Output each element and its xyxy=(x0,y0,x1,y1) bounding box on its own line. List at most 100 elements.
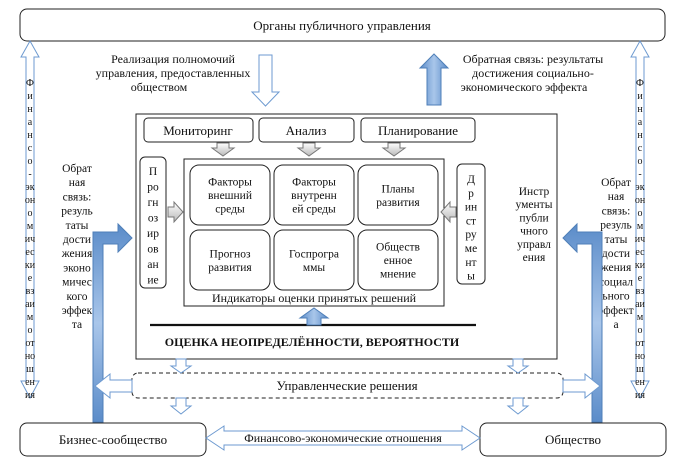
fin-relations-double-arrow xyxy=(205,425,481,451)
dp-instruments-line: ы xyxy=(467,271,475,283)
left-feedback-line: таты xyxy=(66,220,89,232)
vertical-fin-right-line: ки xyxy=(635,260,646,271)
vertical-fin-left-line: н xyxy=(27,104,33,115)
vertical-fin-left-line: он xyxy=(25,195,36,206)
vertical-fin-right-line: н xyxy=(637,130,643,141)
instruments-line: ументы xyxy=(516,199,553,211)
forecasting-line: ир xyxy=(147,228,159,240)
right-feedback-line: социал xyxy=(599,276,633,288)
vertical-fin-right-line: аи xyxy=(635,299,645,310)
vertical-fin-left-line: Ф xyxy=(26,78,34,89)
grid-cell-text: развития xyxy=(208,262,252,274)
vertical-fin-right-line: с xyxy=(638,143,643,154)
vertical-fin-right-line: м xyxy=(637,221,644,232)
vertical-fin-left-line: о xyxy=(28,325,33,336)
right-feedback-line: а xyxy=(613,319,618,331)
grid-cell xyxy=(189,164,271,226)
dp-instruments-line: ст xyxy=(466,215,476,227)
svg-text:Анализ: Анализ xyxy=(286,123,327,138)
society-box: Общество xyxy=(479,422,667,457)
grid-cell-text: среды xyxy=(215,204,245,216)
vertical-fin-right-line: Ф xyxy=(636,78,644,89)
right-fin-double-arrow xyxy=(630,39,650,400)
grid-cell xyxy=(189,229,271,291)
grid-cell xyxy=(273,164,355,226)
grid-cell xyxy=(357,229,439,291)
left-feedback-line: связь: xyxy=(63,191,92,203)
vertical-fin-right-line: и xyxy=(637,91,643,102)
vertical-fin-right-line: от xyxy=(635,338,645,349)
dp-instruments-box xyxy=(456,163,486,285)
right-feedback-line: жения xyxy=(600,262,632,274)
left-feedback-line: кого xyxy=(67,291,88,303)
vertical-fin-left-line: ия xyxy=(25,390,35,401)
instruments-line: управл xyxy=(517,239,551,251)
instruments-line: публи xyxy=(519,212,548,224)
decisions-down-arrow-left xyxy=(169,397,193,415)
vertical-fin-right-line: о xyxy=(638,325,643,336)
grid-cell-text: енное xyxy=(384,255,412,267)
vertical-fin-left-line: вз xyxy=(26,286,35,297)
dp-instruments-line: Д xyxy=(467,174,475,186)
forecasting-line: ан xyxy=(147,259,158,271)
right-feedback-line: ная xyxy=(608,191,625,203)
left-feedback-line: ная xyxy=(69,177,86,189)
svg-text:Реализация полномочий: Реализация полномочий xyxy=(111,52,235,66)
left-feedback-line: дости xyxy=(63,234,91,246)
vertical-fin-right-line: ен xyxy=(635,377,645,388)
analysis-box: Анализ xyxy=(258,117,355,143)
svg-text:экономического эффекта: экономического эффекта xyxy=(461,80,588,94)
vertical-fin-left-line: и xyxy=(27,91,33,102)
left-feedback-line: резуль xyxy=(61,206,93,218)
grid-cell-text: внешний xyxy=(208,190,252,202)
grid-cell-text: Факторы xyxy=(292,177,336,189)
right-feedback-line: эффект xyxy=(598,305,633,317)
vertical-fin-left-line: - xyxy=(28,169,31,180)
grid-cell-text: ей среды xyxy=(292,204,336,216)
planning-box: Планирование xyxy=(360,117,476,143)
vertical-fin-left-line: но xyxy=(25,351,35,362)
feedback-up-arrow xyxy=(418,53,450,106)
forecasting-line: гн xyxy=(148,197,159,209)
business-community-box: Бизнес-сообщество xyxy=(19,422,207,457)
vertical-fin-right-line: о xyxy=(638,156,643,167)
grid-cell-text: внутренн xyxy=(291,190,337,202)
planning-down-arrow xyxy=(381,142,407,157)
grid-cell xyxy=(357,164,439,226)
decisions-left-arrow xyxy=(94,372,133,400)
vertical-fin-left-line: с xyxy=(28,143,33,154)
instruments-line: Инстр xyxy=(519,186,550,198)
left-economic-feedback-arrow xyxy=(92,222,133,423)
grid-cell-text: развития xyxy=(376,197,420,209)
vertical-fin-right-line: н xyxy=(637,104,643,115)
vertical-fin-left-line: н xyxy=(27,130,33,141)
public-authorities-box: Органы публичного управления xyxy=(19,8,666,42)
left-feedback-line: та xyxy=(72,319,82,331)
grid-cell-text: Обществ xyxy=(376,242,421,254)
vertical-fin-left-line: ки xyxy=(25,260,36,271)
right-feedback-line: связь: xyxy=(602,205,631,217)
grid-cell-text: ммы xyxy=(303,262,326,274)
decisions-right-arrow xyxy=(562,372,601,400)
instruments-line: ения xyxy=(523,252,546,264)
vertical-fin-right-line: он xyxy=(635,195,646,206)
feedback-top-label: Обратная связь: результаты достижения со… xyxy=(461,52,604,94)
left-feedback-line: Обрат xyxy=(62,163,92,175)
dp-instruments-line: нт xyxy=(465,257,476,269)
grid-cell xyxy=(273,229,355,291)
vertical-fin-right-line: а xyxy=(638,117,643,128)
vertical-fin-right-line: м xyxy=(637,312,644,323)
vertical-fin-left-line: аи xyxy=(25,299,35,310)
dp-instruments-line: р xyxy=(468,188,474,200)
vertical-fin-right-line: вз xyxy=(636,286,645,297)
vertical-fin-left-line: от xyxy=(25,338,35,349)
monitoring-down-arrow xyxy=(210,142,236,157)
svg-text:достижения социально-: достижения социально- xyxy=(472,66,594,80)
right-feedback-line: Обрат xyxy=(601,177,631,189)
forecasting-line: ие xyxy=(147,275,158,287)
